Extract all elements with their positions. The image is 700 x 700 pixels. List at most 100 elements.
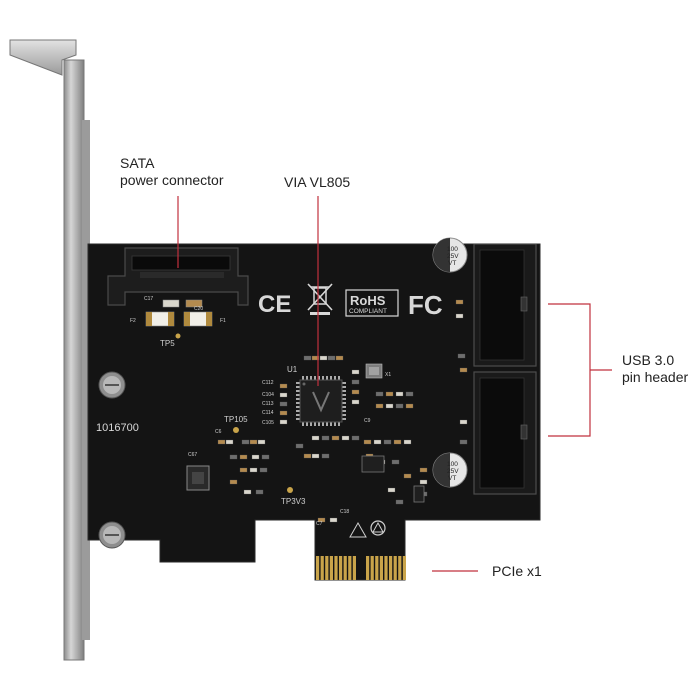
smd-part xyxy=(383,439,392,445)
chip-pin xyxy=(338,421,340,426)
gold-finger xyxy=(389,556,393,580)
chip-pin xyxy=(341,398,346,400)
c18-label: C18 xyxy=(340,509,349,515)
f1-label: F1 xyxy=(220,318,226,324)
smd-part xyxy=(279,419,288,425)
smd-part xyxy=(329,517,338,523)
chip-pin xyxy=(341,414,346,416)
smd-part xyxy=(403,439,412,445)
tp3v3-pad xyxy=(287,487,293,493)
smd-part xyxy=(335,355,344,361)
chip-pin xyxy=(306,376,308,381)
smd-part xyxy=(303,355,312,361)
smd-part xyxy=(303,453,312,459)
smd-part xyxy=(279,401,288,407)
chip-pin xyxy=(341,406,346,408)
c113-label: C113 xyxy=(262,401,274,407)
cap2-code: VT xyxy=(448,475,456,482)
tp5-label: TP5 xyxy=(160,339,175,348)
chip-pin xyxy=(341,386,346,388)
smd-part xyxy=(395,403,404,409)
chip-pin xyxy=(296,414,301,416)
c105-label: C105 xyxy=(262,420,274,426)
smd-part xyxy=(395,391,404,397)
smd-part xyxy=(279,392,288,398)
c6-label: C6 xyxy=(215,429,222,435)
smd-part xyxy=(391,459,400,465)
chip-pin xyxy=(296,406,301,408)
cap1-code: VT xyxy=(448,260,456,267)
usb-label: USB 3.0 pin header xyxy=(622,352,688,386)
gold-finger xyxy=(379,556,383,580)
small-ic xyxy=(413,485,425,503)
gold-finger xyxy=(334,556,338,580)
smd-part xyxy=(373,439,382,445)
tp3v3-label: TP3V3 xyxy=(281,497,306,506)
smd-part xyxy=(321,453,330,459)
gold-finger xyxy=(316,556,320,580)
smd-components xyxy=(217,299,468,523)
capacitor-c20 xyxy=(185,299,203,308)
chip-pin xyxy=(341,410,346,412)
chip-pin xyxy=(322,376,324,381)
rohs-mark: RoHS COMPLIANT xyxy=(345,289,399,317)
chip-pin xyxy=(296,394,301,396)
smd-part xyxy=(229,479,238,485)
chip-pin xyxy=(341,382,346,384)
bracket-screw-bottom xyxy=(98,521,126,549)
usb-label-line2: pin header xyxy=(622,369,689,385)
c104-label: C104 xyxy=(262,392,274,398)
rohs-text: RoHS xyxy=(350,293,386,308)
smd-part xyxy=(249,467,258,473)
chip-pin xyxy=(341,390,346,392)
fuse-f2 xyxy=(145,311,175,327)
smd-part xyxy=(393,439,402,445)
smd-part xyxy=(225,439,234,445)
smd-part xyxy=(459,419,468,425)
smd-part xyxy=(229,454,238,460)
cap1-volt: 25V xyxy=(447,253,459,260)
chip-pin xyxy=(341,402,346,404)
gold-finger xyxy=(393,556,397,580)
smd-part xyxy=(385,403,394,409)
gold-finger xyxy=(348,556,352,580)
gold-finger xyxy=(339,556,343,580)
gold-finger xyxy=(370,556,374,580)
smd-part xyxy=(455,299,464,305)
chip-pin xyxy=(334,421,336,426)
chip-pin xyxy=(338,376,340,381)
x1-label: X1 xyxy=(385,372,391,378)
chip-pin xyxy=(341,394,346,396)
via-vl805-chip xyxy=(296,376,346,426)
smd-part xyxy=(405,403,414,409)
chip-pin xyxy=(330,421,332,426)
gold-finger xyxy=(343,556,347,580)
chip-pin xyxy=(326,421,328,426)
chip-pin xyxy=(296,410,301,412)
c20-label: C20 xyxy=(194,306,203,312)
smd-part xyxy=(321,435,330,441)
smd-part xyxy=(255,489,264,495)
chip-pin xyxy=(296,390,301,392)
cap2-value: 100 xyxy=(447,461,458,468)
rohs-compliant-text: COMPLIANT xyxy=(349,308,387,315)
chip-pin xyxy=(296,398,301,400)
crystal-x1 xyxy=(365,363,383,379)
chip-pin xyxy=(302,376,304,381)
chip-pin xyxy=(334,376,336,381)
smd-part xyxy=(395,499,404,505)
f2-label: F2 xyxy=(130,318,136,324)
inductor xyxy=(186,465,210,491)
smd-part xyxy=(351,379,360,385)
smd-part xyxy=(327,355,336,361)
chip-pin xyxy=(322,421,324,426)
smd-part xyxy=(317,517,326,523)
capacitor-bottom: 100 25V VT xyxy=(432,452,468,488)
tp5-pad xyxy=(175,333,181,339)
chip-pin xyxy=(310,376,312,381)
chip-pin xyxy=(318,376,320,381)
sata-label: SATA power connector xyxy=(120,155,224,189)
smd-part xyxy=(311,453,320,459)
u1-label: U1 xyxy=(287,365,298,374)
chip-pin xyxy=(314,376,316,381)
